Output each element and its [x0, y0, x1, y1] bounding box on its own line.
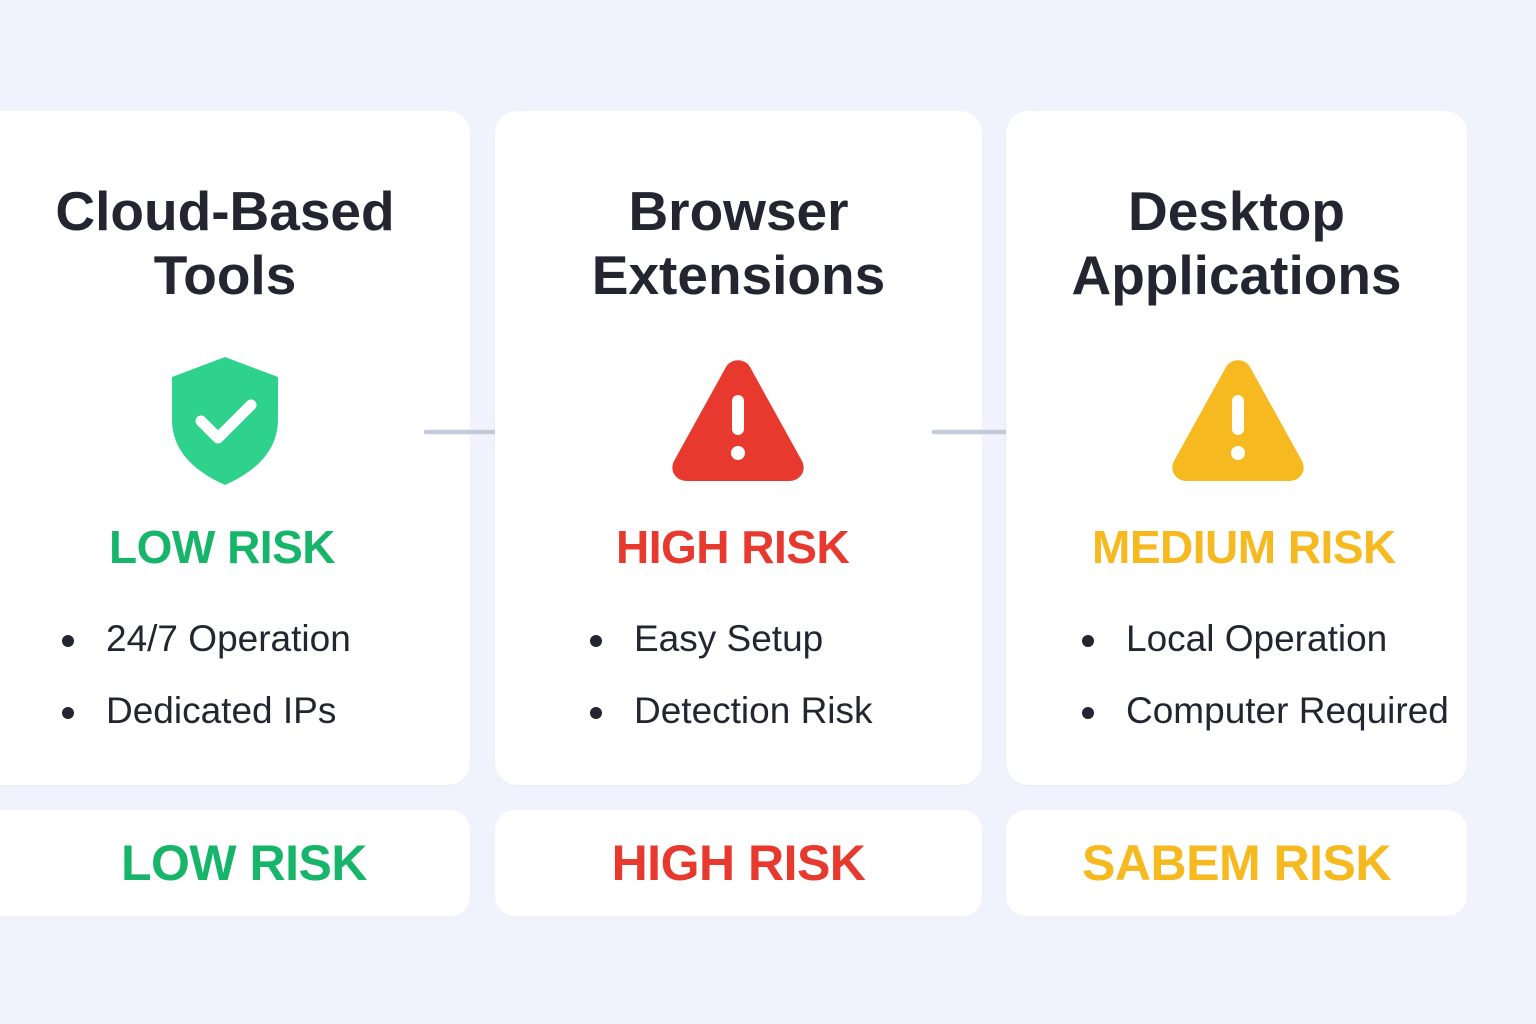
- risk-badge-high: HIGH RISK: [495, 810, 982, 916]
- warning-triangle-icon: [672, 360, 804, 481]
- bullet-icon: [590, 635, 602, 647]
- feature-list: 24/7 Operation Dedicated IPs: [60, 614, 351, 758]
- feature-item: Dedicated IPs: [60, 686, 351, 758]
- card-title: Cloud-Based Tools: [55, 180, 395, 306]
- bullet-icon: [62, 707, 74, 719]
- card-browser-extensions: Browser Extensions HIGH RISK Easy Setup …: [495, 111, 982, 785]
- bullet-icon: [1082, 707, 1094, 719]
- card-title: Browser Extensions: [591, 180, 886, 306]
- risk-badge-label: HIGH RISK: [611, 835, 866, 891]
- warning-triangle-icon: [1172, 360, 1304, 481]
- feature-item: Computer Required: [1080, 686, 1449, 758]
- card-title: Desktop Applications: [1071, 180, 1402, 306]
- risk-badge-label: SABEM RISK: [1082, 835, 1391, 891]
- card-cloud-based-tools: Cloud-Based Tools LOW RISK 24/7 Operatio…: [0, 111, 470, 785]
- feature-item: Local Operation: [1080, 614, 1449, 686]
- feature-list: Local Operation Computer Required: [1080, 614, 1449, 758]
- feature-item: 24/7 Operation: [60, 614, 351, 686]
- risk-badge-label: LOW RISK: [121, 835, 367, 891]
- risk-level-label: LOW RISK: [109, 521, 335, 573]
- risk-level-label: HIGH RISK: [616, 521, 850, 573]
- card-desktop-applications: Desktop Applications MEDIUM RISK Local O…: [1006, 111, 1467, 785]
- feature-item: Detection Risk: [588, 686, 873, 758]
- feature-list: Easy Setup Detection Risk: [588, 614, 873, 758]
- bullet-icon: [590, 707, 602, 719]
- feature-item: Easy Setup: [588, 614, 873, 686]
- shield-check-icon: [172, 357, 278, 485]
- bullet-icon: [62, 635, 74, 647]
- bullet-icon: [1082, 635, 1094, 647]
- risk-level-label: MEDIUM RISK: [1092, 521, 1396, 573]
- risk-badge-medium: SABEM RISK: [1006, 810, 1467, 916]
- risk-badge-low: LOW RISK: [0, 810, 470, 916]
